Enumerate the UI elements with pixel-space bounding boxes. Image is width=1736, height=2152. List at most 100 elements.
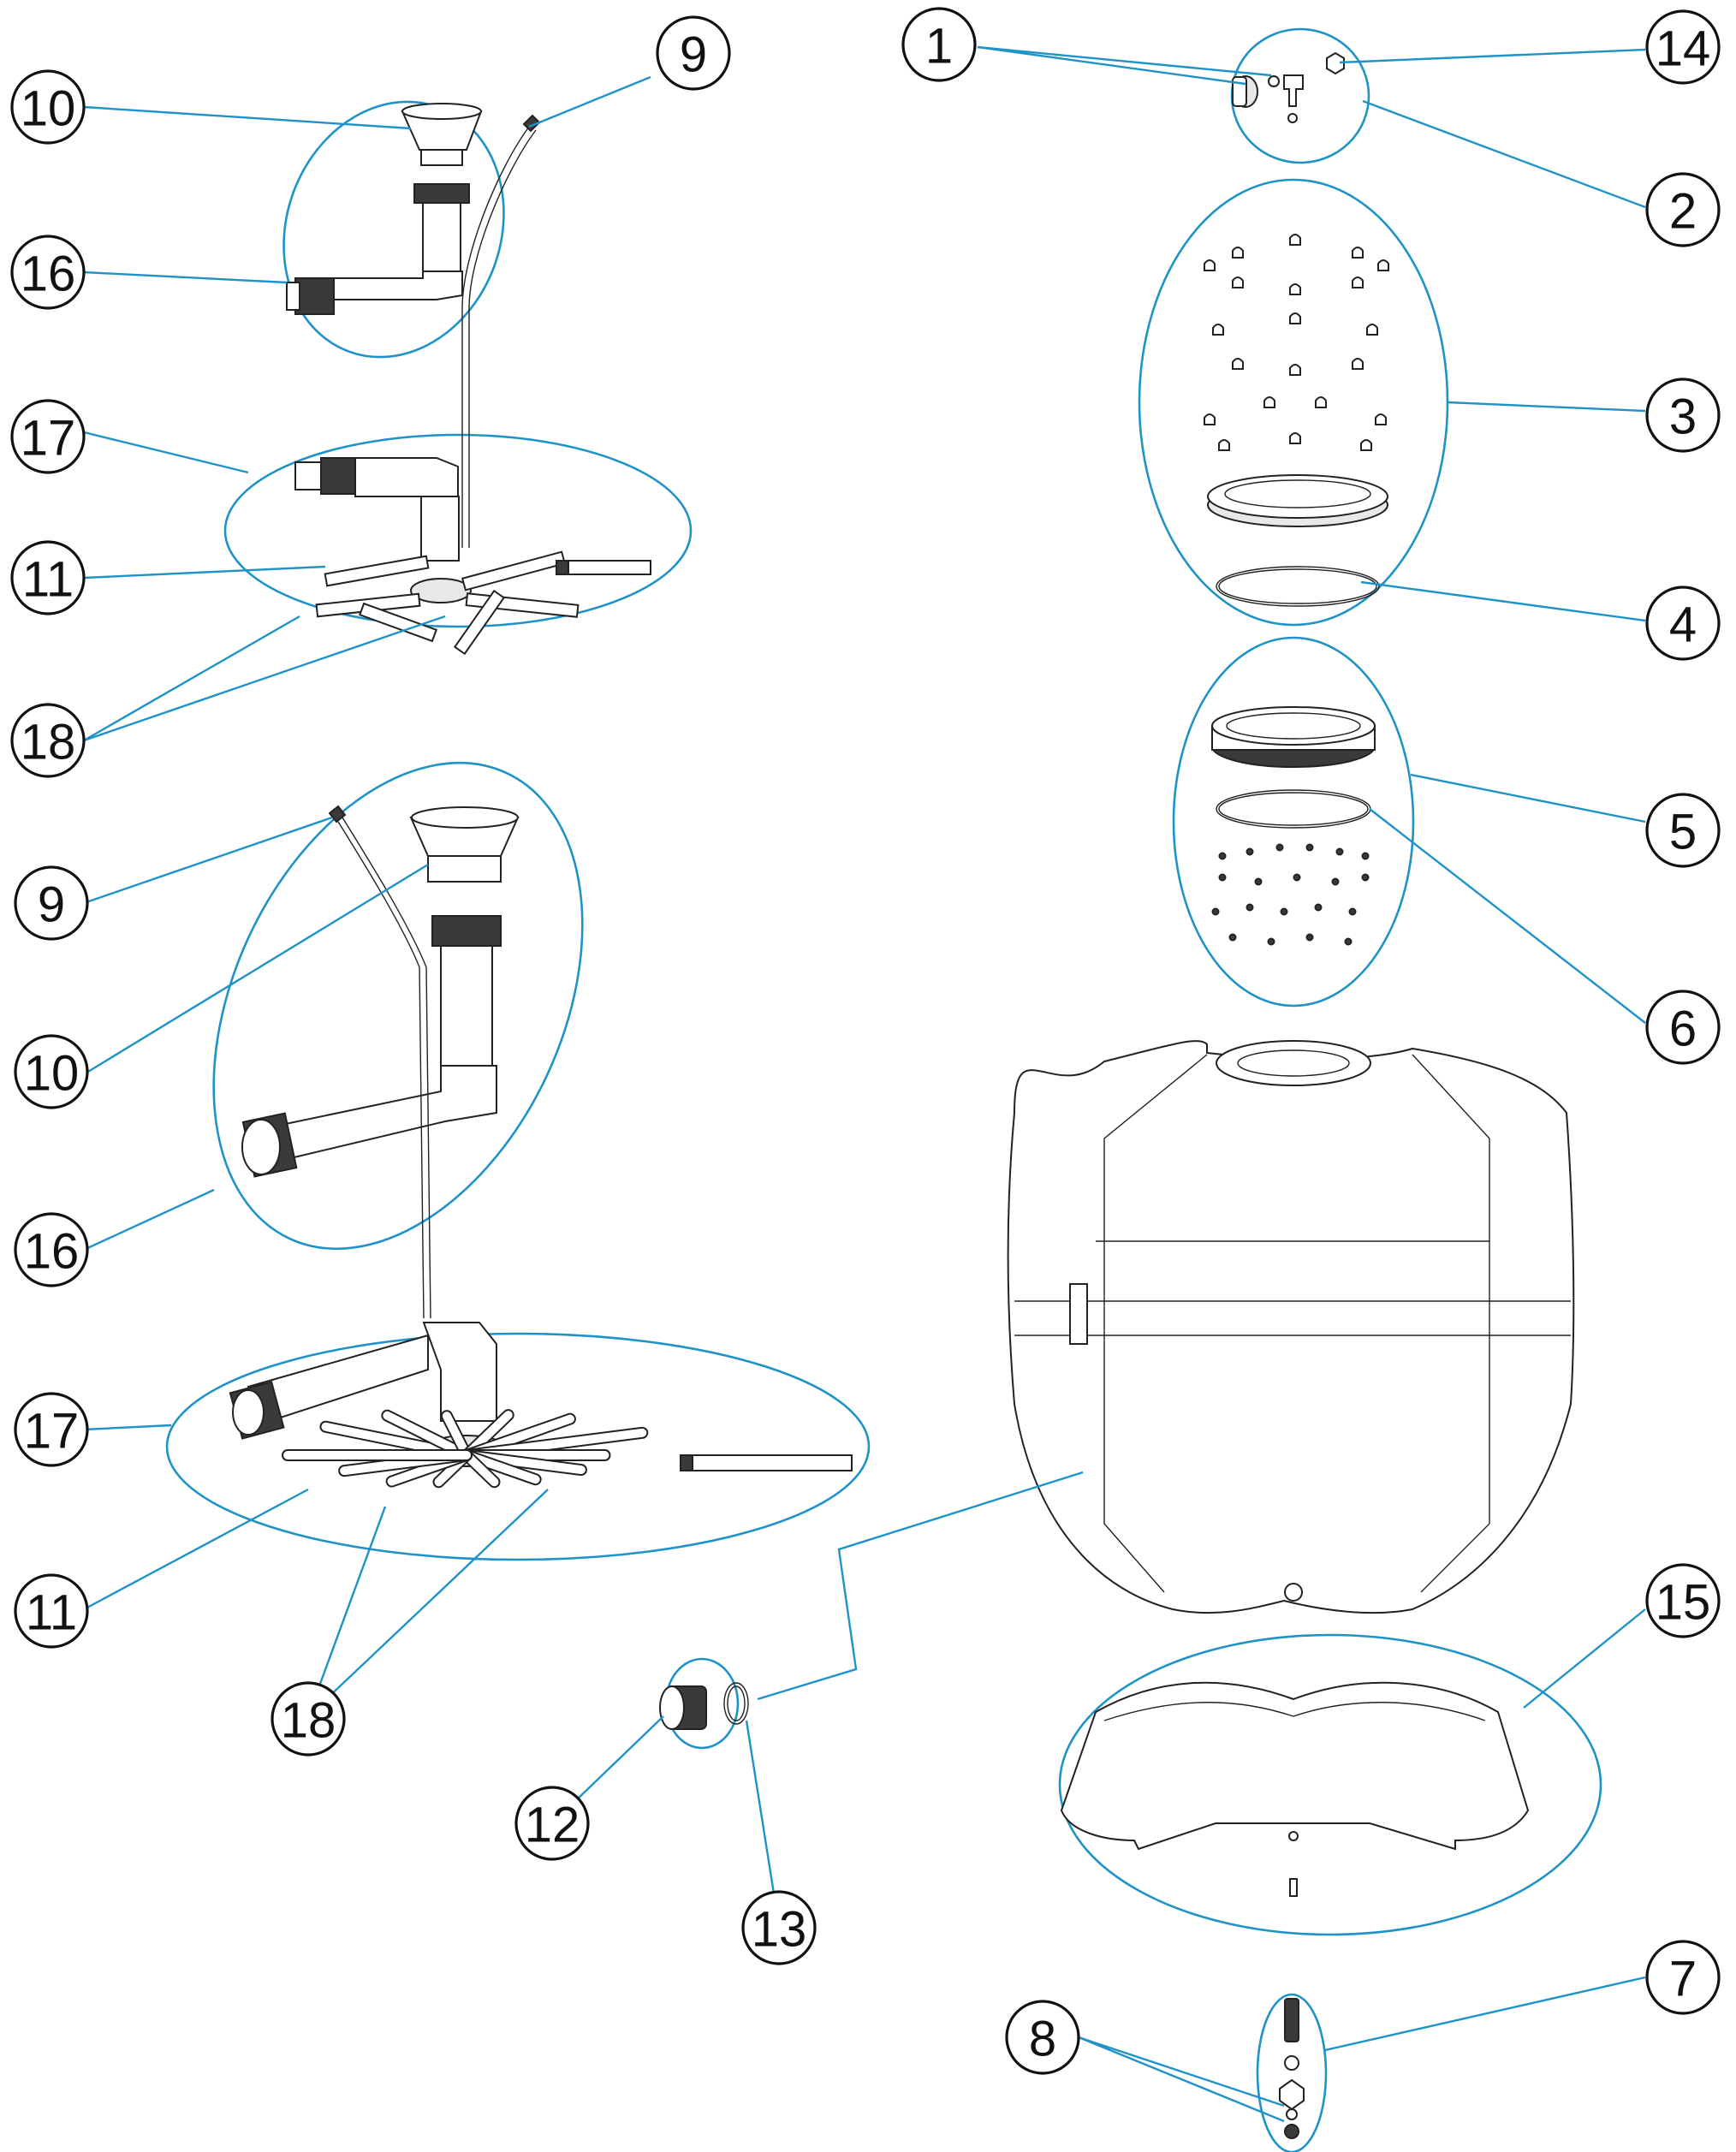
callout-c18b: 18 bbox=[271, 1681, 346, 1757]
callout-circle bbox=[1005, 2000, 1080, 2075]
callout-number: 9 bbox=[38, 877, 65, 933]
callout-c17b: 17 bbox=[14, 1392, 89, 1467]
lid-nozzle bbox=[1232, 247, 1244, 259]
lid-nozzle bbox=[1375, 413, 1387, 425]
lid-nozzle bbox=[1289, 283, 1301, 295]
callout-c11b: 11 bbox=[14, 1573, 89, 1649]
callout-circle bbox=[14, 865, 89, 941]
callout-circle bbox=[14, 1392, 89, 1467]
callout-circle bbox=[1645, 9, 1721, 85]
collar-ring bbox=[1211, 706, 1376, 829]
callout-number: 11 bbox=[26, 1585, 77, 1641]
callout-circle bbox=[14, 1573, 89, 1649]
lid-nozzle bbox=[1289, 432, 1301, 444]
lid-nozzle bbox=[1289, 364, 1301, 376]
group-ellipse-lid bbox=[1138, 178, 1449, 627]
lid-nozzle bbox=[1204, 413, 1216, 425]
small-lateral-assembly bbox=[294, 457, 651, 656]
callout-c4: 4 bbox=[1645, 586, 1721, 661]
lid-nozzle bbox=[1204, 259, 1216, 271]
group-ellipse-base bbox=[1058, 1633, 1602, 1936]
callout-circle bbox=[10, 69, 86, 145]
callout-circle bbox=[1645, 586, 1721, 661]
callout-c14: 14 bbox=[1645, 9, 1721, 85]
callout-c10b: 10 bbox=[14, 1034, 89, 1109]
callout-circle bbox=[1645, 1940, 1721, 2015]
collar-nozzle bbox=[1293, 873, 1301, 882]
collar-nozzle bbox=[1211, 907, 1220, 916]
callout-c13: 13 bbox=[741, 1890, 817, 1965]
callout-circle bbox=[10, 235, 86, 310]
callout-c5: 5 bbox=[1645, 793, 1721, 868]
collar-nozzle bbox=[1314, 903, 1323, 912]
collar-nozzle bbox=[1267, 937, 1275, 946]
callout-number: 10 bbox=[24, 1046, 80, 1102]
callout-number: 3 bbox=[1669, 389, 1697, 445]
collar-nozzle bbox=[1228, 933, 1237, 942]
lateral-arm-fill bbox=[442, 1412, 471, 1459]
lid-nozzle bbox=[1212, 324, 1224, 336]
callout-number: 14 bbox=[1656, 21, 1711, 77]
callout-c9a: 9 bbox=[656, 15, 731, 91]
small-riser-assembly bbox=[286, 103, 483, 315]
collar-nozzle bbox=[1254, 877, 1263, 886]
group-ellipses bbox=[165, 27, 1602, 2152]
lid-nozzle bbox=[1360, 439, 1372, 451]
collar-nozzle bbox=[1246, 903, 1254, 912]
callout-c12: 12 bbox=[514, 1786, 590, 1861]
callout-circle bbox=[1645, 990, 1721, 1065]
callout-c10a: 10 bbox=[10, 69, 86, 145]
lid-nozzle bbox=[1232, 358, 1244, 370]
lid-ring bbox=[1207, 474, 1388, 607]
leader-lines bbox=[83, 45, 1646, 2123]
union-parts bbox=[659, 1682, 749, 1730]
collar-nozzle bbox=[1218, 852, 1227, 860]
callout-number: 17 bbox=[21, 411, 76, 467]
callout-circle bbox=[741, 1890, 817, 1965]
collar-nozzle bbox=[1361, 873, 1370, 882]
callout-number: 12 bbox=[525, 1798, 580, 1853]
collar-nozzle bbox=[1275, 843, 1284, 852]
group-ellipse-small-riser bbox=[282, 100, 505, 359]
collar-nozzle bbox=[1280, 907, 1288, 916]
collar-nozzle bbox=[1331, 877, 1340, 886]
callout-circle bbox=[14, 1034, 89, 1109]
callout-number: 16 bbox=[21, 247, 76, 302]
large-riser-assembly bbox=[241, 806, 520, 1178]
callout-number: 6 bbox=[1669, 1002, 1697, 1057]
collar-nozzles bbox=[1211, 843, 1370, 946]
drain-parts bbox=[1279, 1998, 1305, 2139]
callout-c11a: 11 bbox=[10, 540, 86, 615]
callout-number: 1 bbox=[925, 19, 953, 74]
callout-c16a: 16 bbox=[10, 235, 86, 310]
callout-number: 2 bbox=[1669, 184, 1697, 240]
lid-nozzle bbox=[1366, 324, 1378, 336]
large-lateral-assembly bbox=[229, 1322, 853, 1489]
callout-circle bbox=[514, 1786, 590, 1861]
lid-nozzle bbox=[1352, 358, 1364, 370]
callout-c3: 3 bbox=[1645, 377, 1721, 453]
group-ellipse-large-lateral bbox=[165, 1332, 871, 1561]
callout-number: 10 bbox=[21, 81, 76, 137]
lid-nozzle bbox=[1232, 276, 1244, 288]
callout-c17a: 17 bbox=[10, 399, 86, 474]
callout-c16b: 16 bbox=[14, 1212, 89, 1287]
callout-c7: 7 bbox=[1645, 1940, 1721, 2015]
callout-number: 11 bbox=[22, 552, 74, 608]
collar-nozzle bbox=[1361, 852, 1370, 860]
collar-nozzle bbox=[1305, 933, 1314, 942]
lid-nozzle bbox=[1377, 259, 1389, 271]
filter-tank bbox=[1007, 1040, 1575, 1614]
lid-nozzles bbox=[1204, 234, 1389, 451]
callout-c9b: 9 bbox=[14, 865, 89, 941]
lid-nozzle bbox=[1315, 396, 1327, 408]
lid-nozzle bbox=[1263, 396, 1275, 408]
callout-circle bbox=[10, 540, 86, 615]
group-ellipse-large-riser bbox=[212, 761, 584, 1251]
callout-c1: 1 bbox=[901, 7, 977, 82]
lid-nozzle bbox=[1218, 439, 1230, 451]
callout-circle bbox=[1645, 172, 1721, 247]
collar-nozzle bbox=[1348, 907, 1357, 916]
callout-circle bbox=[656, 15, 731, 91]
